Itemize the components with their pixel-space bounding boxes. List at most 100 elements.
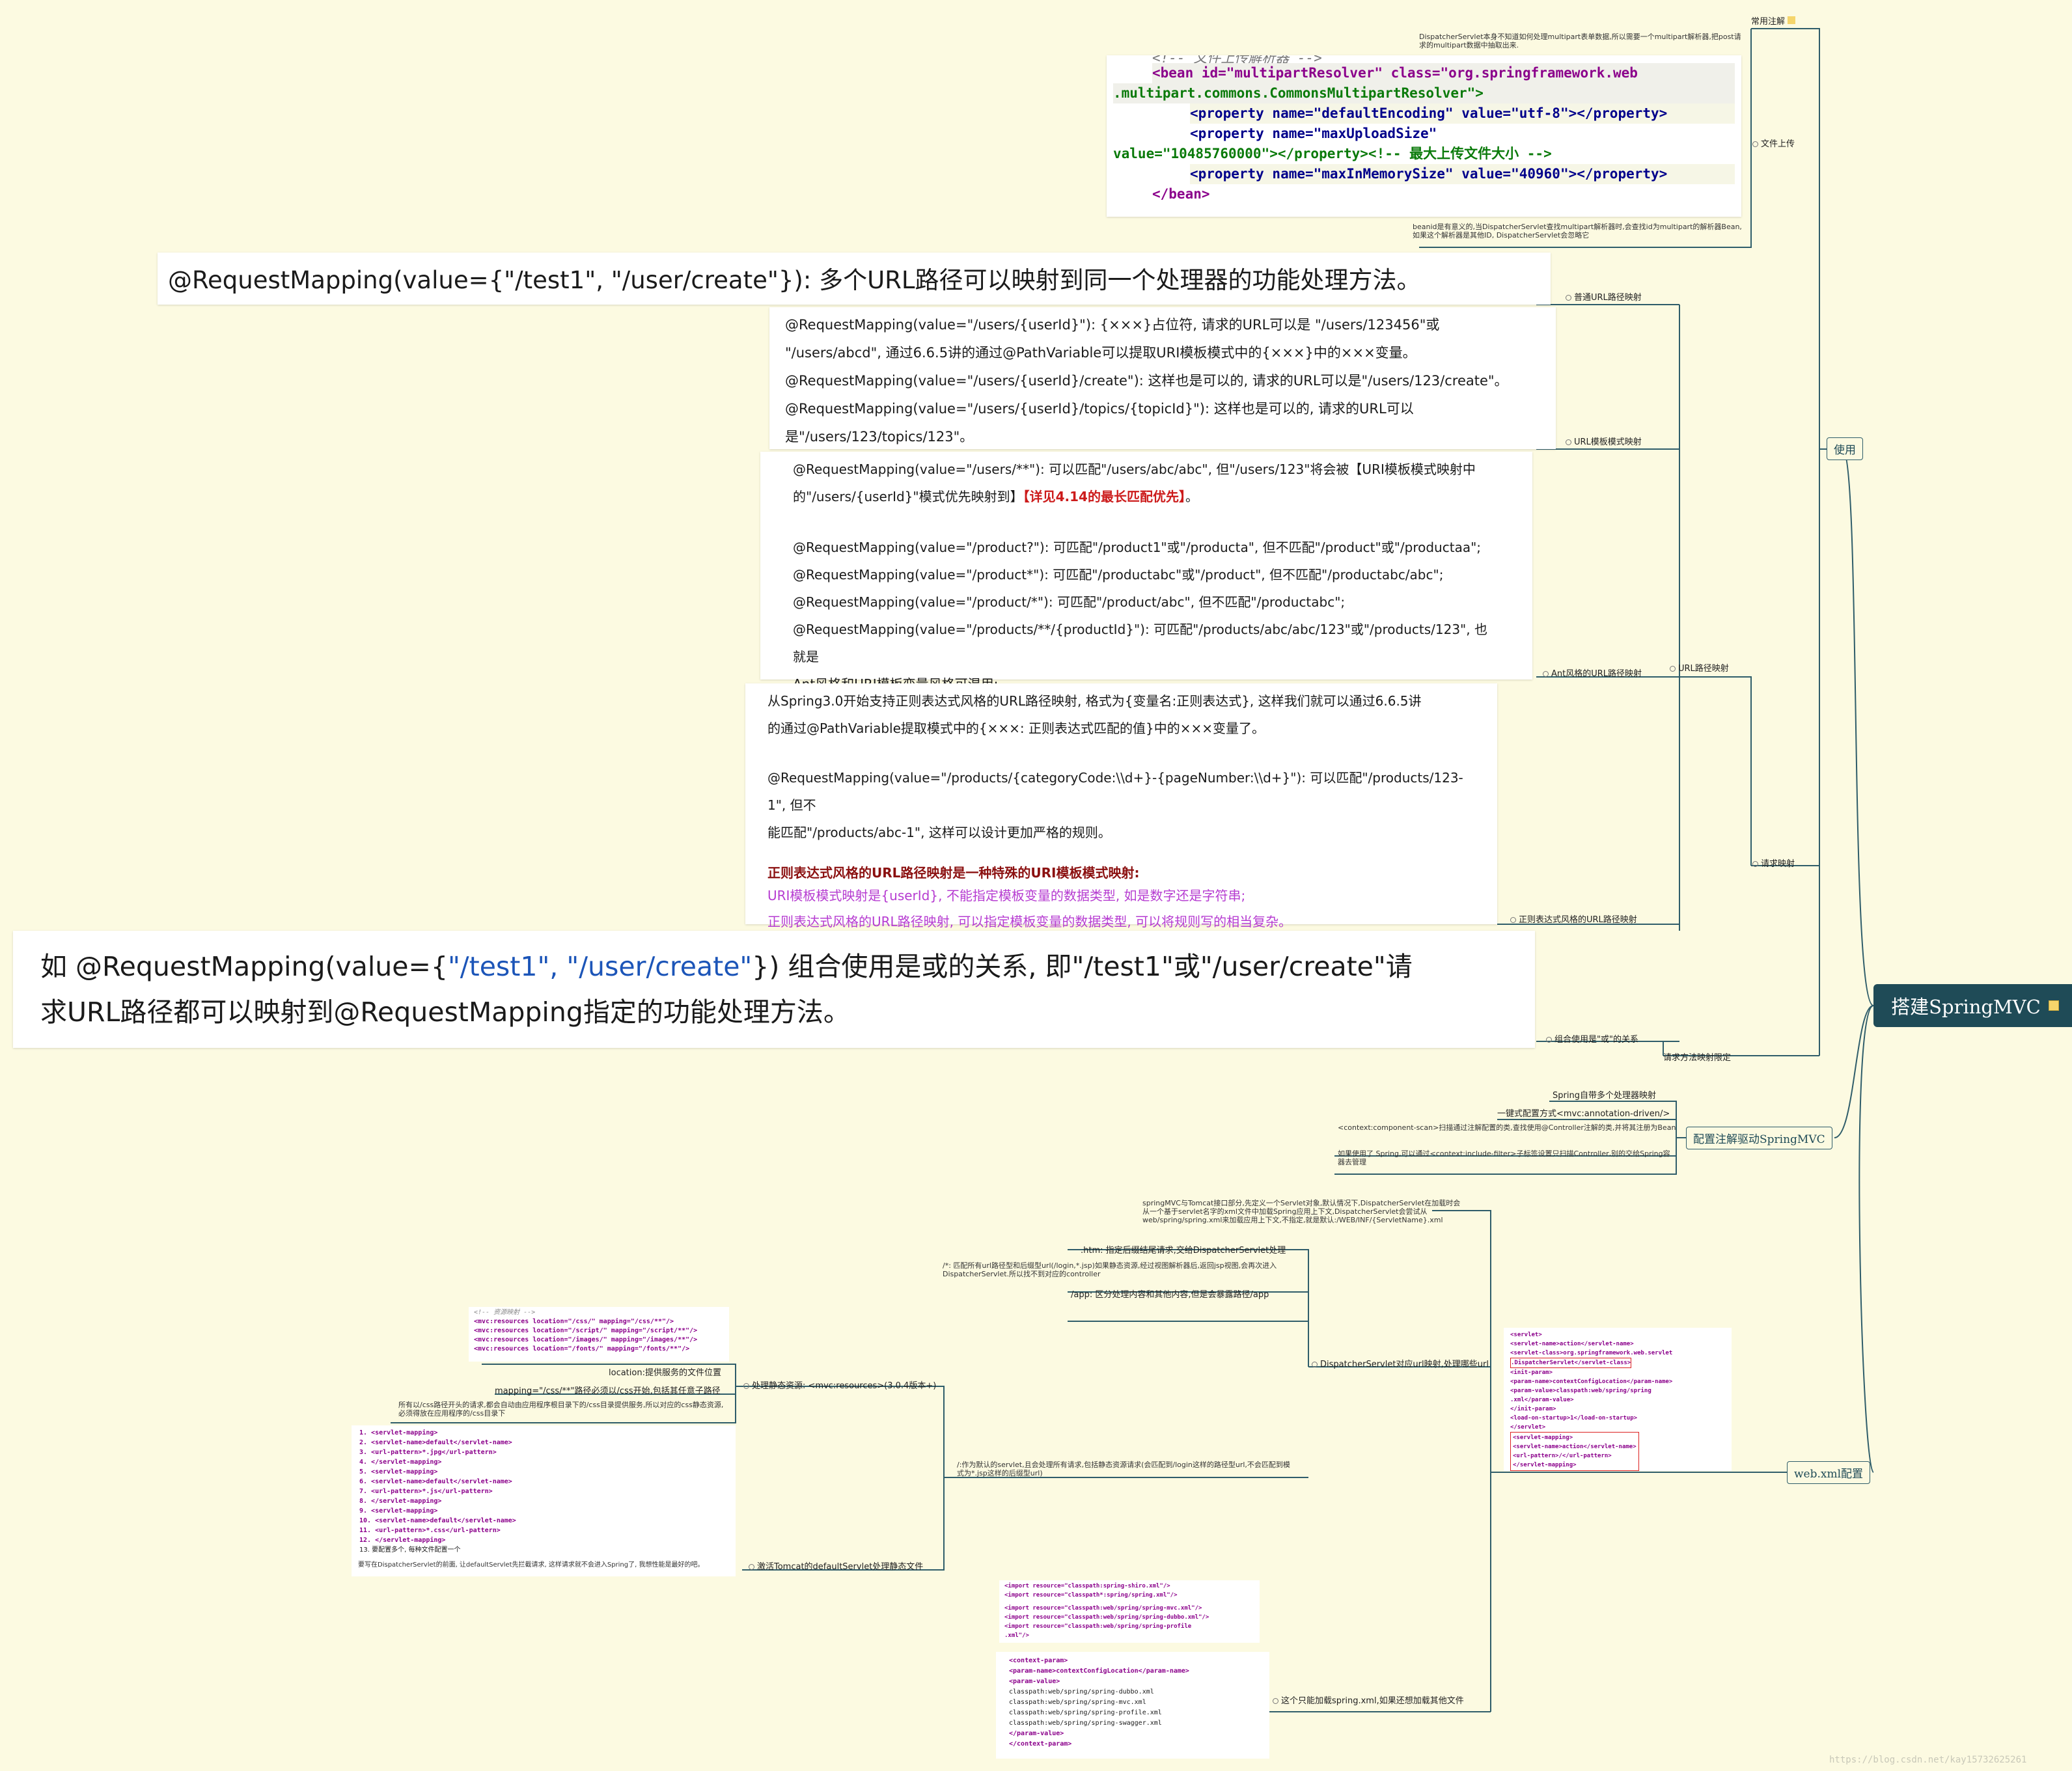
annotation-item-3[interactable]: <context:component-scan>扫描通过注解配置的类,查找使用@…: [1338, 1123, 1676, 1132]
collapse-dot-icon: [1543, 671, 1549, 677]
topic-slash[interactable]: /:作为默认的servlet,且会处理所有请求,包括静态资源请求(会匹配到/lo…: [957, 1461, 1290, 1477]
regex-card: 从Spring3.0开始支持正则表达式风格的URL路径映射, 格式为{变量名:正…: [745, 683, 1497, 929]
code-line: </servlet-mapping>: [1513, 1462, 1577, 1468]
collapse-dot-icon: [1546, 1037, 1552, 1043]
code-line: <param-name>contextConfigLocation</param…: [1510, 1379, 1673, 1385]
note-icon: [1788, 16, 1796, 24]
annotation-item-4[interactable]: 如果使用了 Spring,可以通过<context:include-filter…: [1338, 1149, 1670, 1166]
topic-htm-suffix[interactable]: .htm: 指定后缀结尾请求,交给DispatcherServlet处理: [1081, 1246, 1286, 1256]
upload-note-bottom: beanid是有意义的,当DispatcherServlet查找multipar…: [1413, 223, 1742, 240]
code-line: <context-param>: [1009, 1657, 1068, 1664]
code-line: <servlet-name>action</servlet-name>: [1510, 1341, 1634, 1347]
code-line: <property name="maxUploadSize": [1190, 126, 1437, 141]
root-topic[interactable]: 搭建SpringMVC: [1873, 984, 2072, 1027]
upload-code-card: <!-- 文件上传解析器 --> <bean id="multipartReso…: [1107, 55, 1741, 217]
regex-line: @RequestMapping(value="/products/{catego…: [767, 770, 1463, 813]
default-servlet-code: 1. <servlet-mapping> 2. <servlet-name>de…: [352, 1425, 736, 1576]
annotation-item-2[interactable]: 一键式配置方式<mvc:annotation-driven/>: [1497, 1109, 1670, 1119]
code-line: <import resource="classpath:web/spring/s…: [1004, 1614, 1209, 1621]
code-line: classpath:web/spring/spring-dubbo.xml: [1009, 1688, 1154, 1695]
collapse-dot-icon: [1752, 141, 1758, 147]
code-line: <servlet>: [1510, 1332, 1542, 1338]
topic-slash-star[interactable]: /*: 匹配所有url路径型和后缀型url(/login,*.jsp)如果静态资…: [943, 1261, 1277, 1278]
collapse-dot-icon: [1510, 917, 1516, 923]
code-line: .xml</param-value>: [1510, 1397, 1574, 1403]
collapse-dot-icon: [749, 1564, 754, 1570]
topic-only-spring[interactable]: 这个只能加载spring.xml,如果还想加载其他文件: [1273, 1694, 1464, 1706]
topic-url-template[interactable]: URL模板模式映射: [1566, 435, 1642, 447]
code-line: 6. <servlet-name>default</servlet-name>: [359, 1478, 512, 1485]
code-line: <import resource="classpath:web/spring/s…: [1004, 1623, 1192, 1630]
topic-url-path-mapping[interactable]: URL路径映射: [1670, 661, 1729, 674]
code-line: </init-param>: [1510, 1406, 1556, 1412]
topic-common-annotations[interactable]: 常用注解: [1751, 14, 1796, 27]
topic-file-upload[interactable]: 文件上传: [1752, 137, 1795, 149]
topic-ant-style[interactable]: Ant风格的URL路径映射: [1543, 666, 1642, 679]
combo-line-2: 求URL路径都可以映射到@RequestMapping指定的功能处理方法。: [40, 996, 850, 1028]
ant-line: @RequestMapping(value="/product*"): 可匹配"…: [793, 567, 1444, 583]
topic-tomcat-default[interactable]: 激活Tomcat的defaultServlet处理静态文件: [749, 1559, 923, 1572]
code-line: <init-param>: [1510, 1369, 1553, 1376]
annotation-item-1[interactable]: Spring自带多个处理器映射: [1553, 1091, 1656, 1101]
topic-app[interactable]: /app: 区分处理内容和其他内容,但是会暴露路径/app: [1071, 1290, 1269, 1300]
code-line: <mvc:resources location="/script/" mappi…: [474, 1327, 698, 1334]
note-icon: [2048, 1000, 2059, 1011]
collapse-dot-icon: [1566, 439, 1571, 445]
code-line: <mvc:resources location="/images/" mappi…: [474, 1336, 698, 1343]
branch-webxml[interactable]: web.xml配置: [1787, 1461, 1871, 1484]
regex-line: 的通过@PathVariable提取模式中的{×××: 正则表达式匹配的值}中的…: [767, 721, 1265, 736]
branch-use[interactable]: 使用: [1827, 437, 1863, 460]
static-location[interactable]: location:提供服务的文件位置: [609, 1368, 721, 1378]
branch-webxml-label: web.xml配置: [1794, 1468, 1864, 1481]
code-line: 3. <url-pattern>*.jpg</url-pattern>: [359, 1449, 497, 1456]
webxml-intro[interactable]: springMVC与Tomcat接口部分,先定义一个Servlet对象,默认情况…: [1142, 1199, 1461, 1224]
code-line: 1. <servlet-mapping>: [359, 1429, 438, 1436]
code-line: </param-value>: [1009, 1730, 1064, 1737]
code-line: <servlet-name>action</servlet-name>: [1513, 1444, 1637, 1450]
code-line: 12. </servlet-mapping>: [359, 1537, 446, 1544]
branch-use-label: 使用: [1834, 444, 1856, 457]
topic-request-mapping[interactable]: 请求映射: [1752, 857, 1795, 869]
code-line: <import resource="classpath:spring-shiro…: [1004, 1583, 1170, 1589]
topic-dispatcher-url[interactable]: DispatcherServlet对应url映射,处理哪些url: [1312, 1357, 1489, 1369]
branch-annotation-label: 配置注解驱动SpringMVC: [1693, 1133, 1825, 1146]
watermark: https://blog.csdn.net/kay15732625261: [1829, 1755, 2027, 1765]
code-line: <url-pattern>/</url-pattern>: [1513, 1453, 1612, 1459]
code-line: <servlet-class>org.springframework.web.s…: [1510, 1350, 1673, 1356]
code-line: <mvc:resources location="/fonts/" mappin…: [474, 1345, 690, 1352]
code-line: <import resource="classpath:web/spring/s…: [1004, 1605, 1202, 1612]
code-line: <property name="maxInMemorySize" value="…: [1190, 164, 1735, 184]
template-line: @RequestMapping(value="/users/{userId}/c…: [785, 373, 1508, 389]
topic-combo-or[interactable]: 组合使用是"或"的关系: [1546, 1032, 1638, 1045]
code-line: 7. <url-pattern>*.js</url-pattern>: [359, 1488, 493, 1495]
servlet-code: <servlet> <servlet-name>action</servlet-…: [1504, 1328, 1732, 1471]
combo-line-1: 如 @RequestMapping(value={"/test1", "/use…: [40, 951, 1413, 982]
topic-static-resources[interactable]: 处理静态资源: <mvc:resources>(3.0.4版本+): [743, 1379, 936, 1391]
branch-annotation-driven[interactable]: 配置注解驱动SpringMVC: [1686, 1127, 1832, 1149]
code-line: </context-param>: [1009, 1740, 1072, 1748]
static-all-css[interactable]: 所有以/css路径开头的请求,都会自动由应用程序根目录下的/css目录提供服务,…: [398, 1401, 724, 1418]
topic-normal-url[interactable]: 普通URL路径映射: [1566, 290, 1642, 303]
code-line: </bean>: [1152, 186, 1210, 202]
code-line: <param-value>: [1009, 1678, 1060, 1685]
root-label: 搭建SpringMVC: [1891, 996, 2041, 1018]
code-line: <load-on-startup>1</load-on-startup>: [1510, 1415, 1638, 1421]
regex-line: 能匹配"/products/abc-1", 这样可以设计更加严格的规则。: [767, 825, 1111, 840]
ant-line: @RequestMapping(value="/products/**/{pro…: [793, 622, 1487, 665]
template-line: @RequestMapping(value="/users/{userId}/t…: [785, 401, 1414, 417]
code-line: <!-- 文件上传解析器 -->: [1152, 55, 1322, 63]
ant-line: @RequestMapping(value="/product/*"): 可匹配…: [793, 594, 1346, 610]
combo-card: 如 @RequestMapping(value={"/test1", "/use…: [13, 931, 1535, 1048]
upload-note-top: DispatcherServlet本身不知道如何处理multipart表单数据,…: [1419, 33, 1741, 49]
code-line: 5. <servlet-mapping>: [359, 1468, 438, 1476]
collapse-dot-icon: [1273, 1698, 1278, 1704]
code-line: 9. <servlet-mapping>: [359, 1507, 438, 1515]
topic-request-method-limit[interactable]: 请求方法映射限定: [1663, 1053, 1732, 1063]
topic-regex-style[interactable]: 正则表达式风格的URL路径映射: [1510, 913, 1637, 925]
code-line: <mvc:resources location="/css/" mapping=…: [474, 1318, 674, 1325]
code-line: 4. </servlet-mapping>: [359, 1459, 442, 1466]
template-line: 是"/users/123/topics/123"。: [785, 429, 974, 445]
static-mapping[interactable]: mapping="/css/**"路径必须以/css开始,包括其任意子路径: [495, 1386, 721, 1396]
code-line: value="10485760000"></property><!-- 最大上传…: [1113, 146, 1552, 161]
ant-line: @RequestMapping(value="/users/**"): 可以匹配…: [793, 461, 1476, 477]
